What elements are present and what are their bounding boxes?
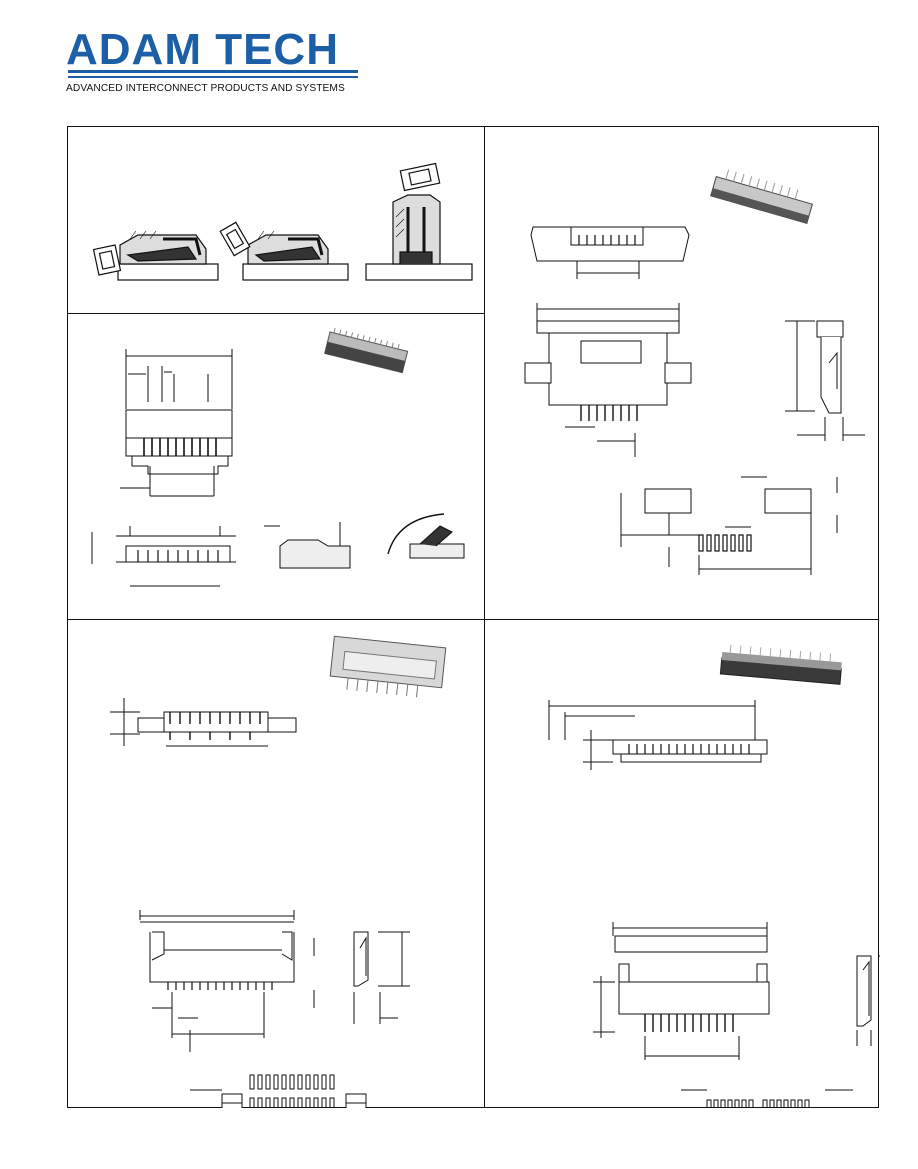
connector-c-photo — [329, 635, 447, 698]
brand-tagline: ADVANCED INTERCONNECT PRODUCTS AND SYSTE… — [66, 83, 345, 94]
drawing-sheet — [67, 126, 880, 1108]
logo-rule — [68, 70, 358, 73]
connector-d-drawing — [548, 644, 880, 1108]
logo-rule — [68, 76, 358, 78]
connector-style-d-panel — [485, 620, 880, 1108]
horizontal-divider — [68, 313, 484, 314]
company-logo: ADAM TECH ADVANCED INTERCONNECT PRODUCTS… — [66, 28, 366, 98]
vertical-divider — [484, 127, 485, 1107]
brand-name: ADAM TECH — [66, 25, 339, 74]
horizontal-divider — [68, 619, 879, 620]
connector-style-a-panel — [68, 314, 484, 619]
connector-d-photo — [719, 644, 842, 685]
connector-b-drawing — [524, 169, 865, 575]
connector-b-photo — [710, 169, 813, 225]
connector-a-drawing — [91, 327, 465, 587]
actuation-sequence-panel — [68, 127, 484, 313]
connector-c-drawing — [110, 635, 447, 1108]
connector-style-c-panel — [68, 620, 484, 1108]
actuation-diagram — [92, 162, 473, 281]
connector-a-photo — [324, 327, 409, 374]
connector-style-b-panel — [485, 127, 880, 619]
